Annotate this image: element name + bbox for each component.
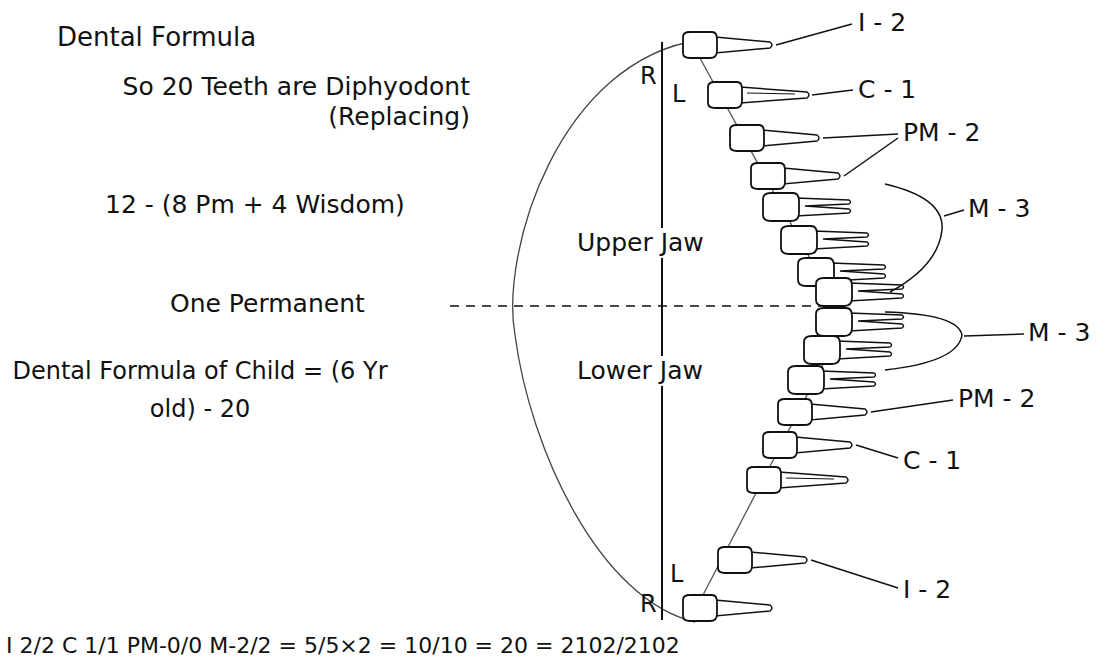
tooth: [804, 336, 892, 364]
tooth-label: M - 3: [1028, 318, 1090, 348]
jaw-label: Upper Jaw: [575, 228, 706, 258]
tooth: [718, 547, 807, 573]
tooth-label: I - 2: [903, 575, 951, 605]
tooth-label: C - 1: [858, 75, 916, 105]
diagram-title: Dental Formula: [57, 22, 256, 53]
tooth-label: PM - 2: [903, 118, 980, 148]
tooth-label: PM - 2: [958, 384, 1035, 414]
tooth: [730, 125, 819, 151]
tooth: [683, 595, 772, 621]
side-letter: R: [640, 62, 657, 91]
bracket: [885, 312, 962, 370]
tooth: [751, 163, 840, 189]
arch-outline: [513, 40, 700, 622]
tooth: [788, 366, 876, 394]
note: So 20 Teeth are Diphyodont (Replacing): [30, 72, 470, 132]
bracket: [885, 184, 942, 292]
tooth-label: M - 3: [968, 194, 1030, 224]
note: 12 - (8 Pm + 4 Wisdom): [105, 190, 405, 220]
leader-lines: [776, 24, 1024, 588]
side-letter: L: [670, 560, 683, 589]
tooth-label: I - 2: [858, 8, 906, 38]
tooth-label: C - 1: [903, 446, 961, 476]
side-letter: R: [640, 590, 657, 619]
tooth: [763, 193, 851, 221]
jaw-label: Lower Jaw: [575, 356, 705, 386]
midline: [661, 42, 663, 620]
note: One Permanent: [170, 289, 365, 319]
formula: I 2/2 C 1/1 PM-0/0 M-2/2 = 5/5×2 = 10/10…: [6, 633, 680, 658]
tooth: [747, 467, 848, 493]
tooth: [683, 32, 772, 58]
jaw-divider: [450, 305, 850, 307]
tooth: [708, 82, 809, 108]
tooth: [763, 432, 852, 458]
side-letter: L: [672, 80, 685, 109]
note: Dental Formula of Child = (6 Yr old) - 2…: [0, 352, 400, 429]
tooth: [778, 399, 867, 425]
tooth: [781, 226, 869, 254]
